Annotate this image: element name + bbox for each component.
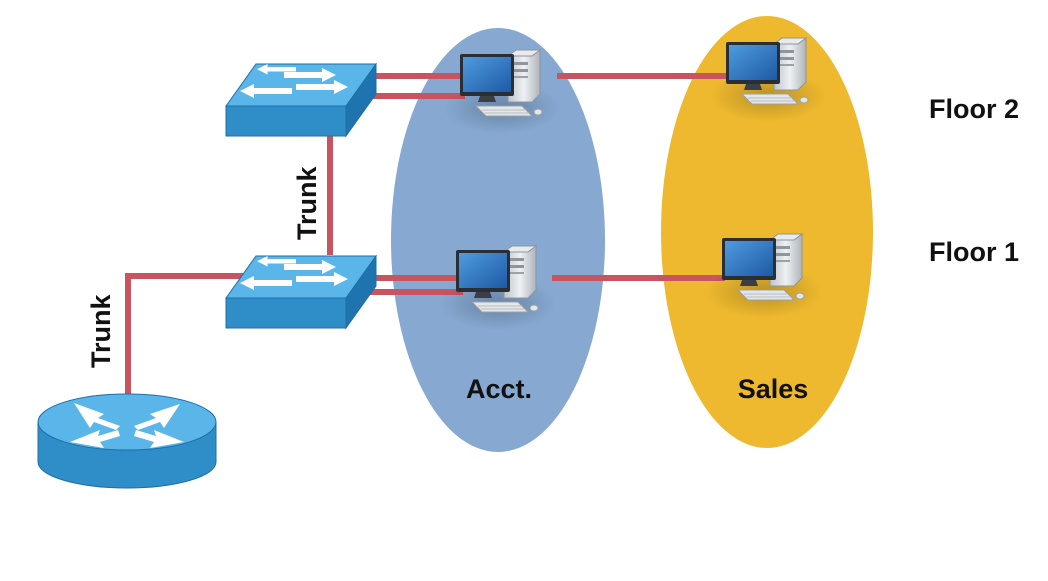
trunk-label-router: Trunk (86, 294, 116, 368)
floor-2-label: Floor 2 (929, 94, 1019, 124)
floor-1-label: Floor 1 (929, 237, 1019, 267)
switch-icon (225, 255, 377, 329)
switch-icon (225, 63, 377, 137)
trunk-label-switches: Trunk (292, 166, 322, 240)
router-icon (37, 393, 217, 489)
sales-group-area (661, 16, 873, 448)
acct-group-label: Acct. (466, 374, 532, 404)
acct-group-area (391, 28, 605, 452)
sales-group-label: Sales (738, 374, 809, 404)
trunk-link-router (125, 273, 243, 395)
